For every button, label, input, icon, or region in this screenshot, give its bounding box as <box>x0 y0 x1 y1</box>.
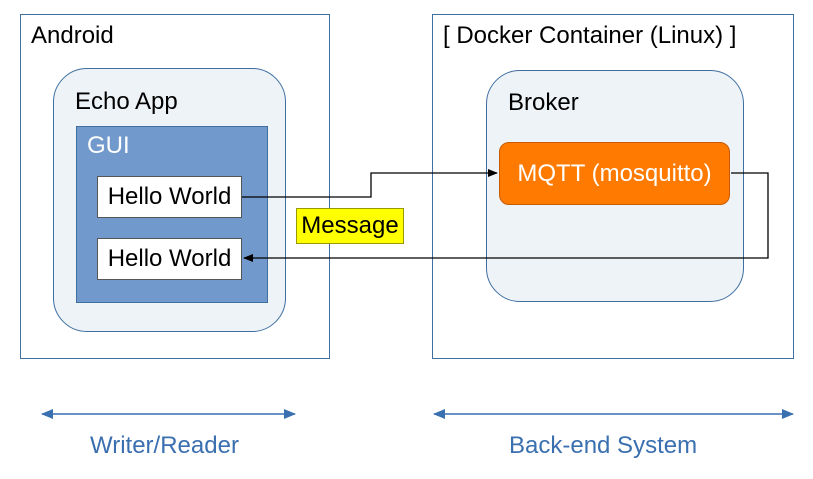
message-label: Message <box>296 208 404 244</box>
publish-arrow <box>242 169 498 198</box>
gui-title: GUI <box>87 132 130 159</box>
broker-title: Broker <box>508 89 579 116</box>
echo-app-title: Echo App <box>75 88 178 115</box>
writer-reader-label: Writer/Reader <box>90 432 239 459</box>
subscribe-arrow <box>243 172 769 262</box>
docker-title: [ Docker Container (Linux) ] <box>443 22 737 49</box>
mqtt-mosquitto-box: MQTT (mosquitto) <box>499 142 730 205</box>
android-title: Android <box>31 22 114 49</box>
reader-text-field: Hello World <box>97 238 242 280</box>
writer-text-field[interactable]: Hello World <box>97 176 242 218</box>
backend-system-label: Back-end System <box>509 432 698 459</box>
